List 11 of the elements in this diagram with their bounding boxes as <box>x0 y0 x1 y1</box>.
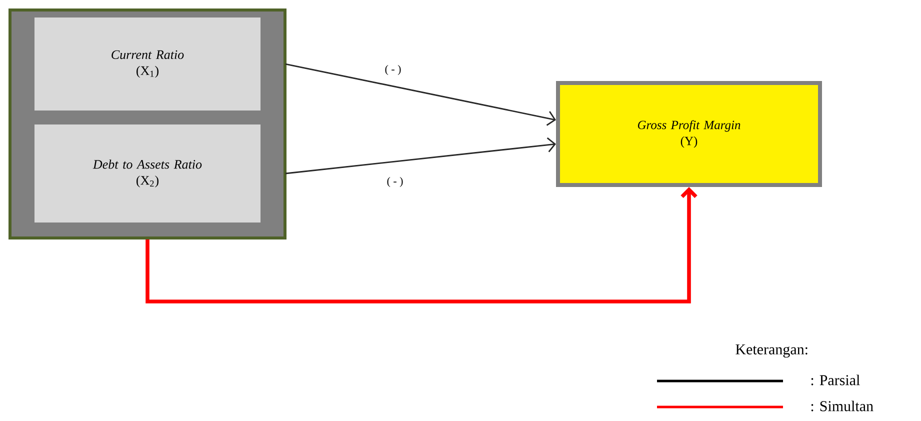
legend-heading: Keterangan: <box>736 344 808 358</box>
edge-label: ( - ) <box>384 64 402 76</box>
variable-box: Debt to Assets Ratio (X$_{2}$) <box>34 124 260 222</box>
variable-box: Current Ratio (X$_{1}$) <box>34 18 260 110</box>
arrow <box>285 63 556 126</box>
edge-label: ( - ) <box>386 176 404 188</box>
arrow <box>146 187 698 304</box>
arrow <box>285 137 556 174</box>
variable-box: Gross Profit Margin (Y) <box>556 81 822 187</box>
legend-text: : Simultan <box>811 400 874 412</box>
legend-text: : Parsial <box>811 374 860 386</box>
